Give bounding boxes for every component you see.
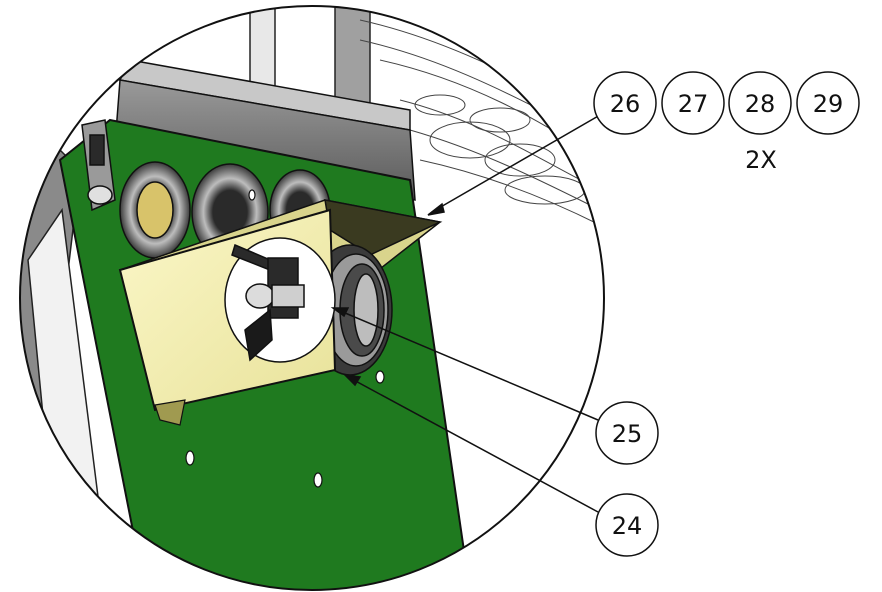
spool: [307, 244, 393, 376]
detail-circle-border: [19, 5, 605, 591]
callout-balloon: 27: [661, 71, 725, 135]
callout-balloon: 29: [796, 71, 860, 135]
ground-lug: [81, 119, 116, 212]
callout-balloon-bottom: 24: [595, 493, 659, 557]
callout-number: 29: [813, 90, 844, 118]
quarter-turn-latch: [231, 243, 305, 362]
callout-number: 28: [745, 90, 776, 118]
callout-balloon: 28: [728, 71, 792, 135]
leader-lines: [330, 114, 601, 513]
callout-number: 25: [612, 420, 643, 448]
callout-number: 26: [610, 90, 641, 118]
callout-number: 27: [678, 90, 709, 118]
callout-number: 24: [612, 512, 643, 540]
callout-group-top: 26 27 28 29 2X: [593, 71, 860, 174]
mounting-holes: [185, 189, 385, 488]
bracket-bottom-tab: [154, 399, 186, 426]
quantity-label: 2X: [745, 146, 777, 174]
callout-balloon: 26: [593, 71, 657, 135]
callout-balloon-middle: 25: [595, 401, 659, 465]
